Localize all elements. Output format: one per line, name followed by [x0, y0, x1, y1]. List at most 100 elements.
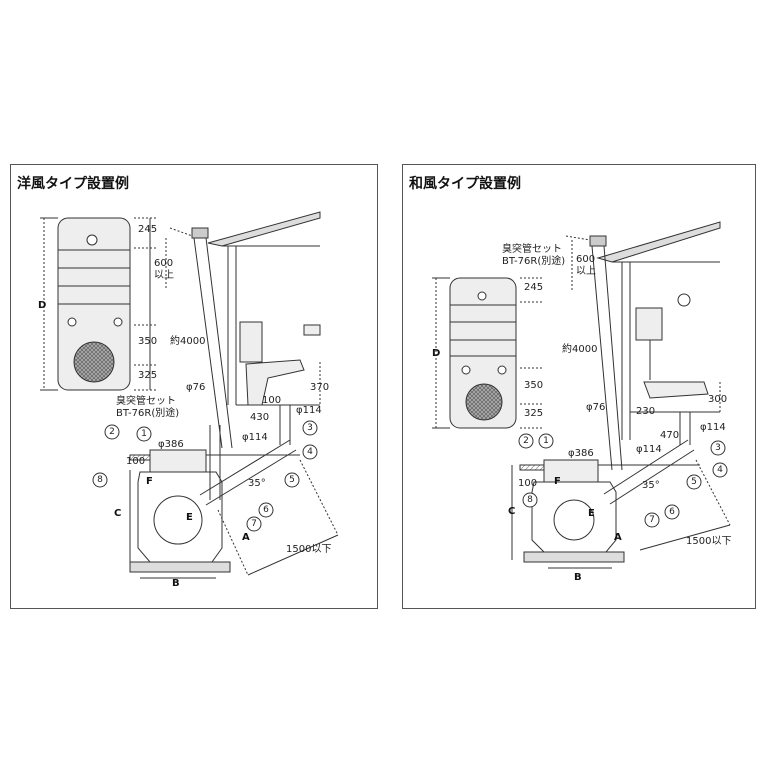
dim-100-side: 100 — [518, 478, 537, 489]
callout-5: 5 — [284, 472, 300, 488]
phi114-b: φ114 — [636, 444, 662, 455]
ground-tank — [129, 405, 339, 579]
letter-c: C — [114, 508, 121, 519]
dim-d: D — [432, 348, 440, 359]
phi76-label: φ76 — [586, 402, 605, 413]
japanese-labels: 臭突管セット BT-76R(別途) 600 以上 D 245 350 325 約… — [432, 242, 731, 583]
letter-b: B — [574, 572, 582, 583]
height-600: 600 — [154, 258, 173, 269]
western-labels: D 245 350 325 600 以上 約4000 φ76 臭突管セット BT… — [38, 224, 331, 589]
height-600-sub: 以上 — [154, 269, 174, 281]
inspection-grate — [465, 383, 503, 421]
svg-text:6: 6 — [669, 507, 675, 517]
japanese-diagram — [432, 221, 731, 569]
svg-text:5: 5 — [289, 475, 295, 485]
svg-text:4: 4 — [307, 447, 313, 457]
phi76-label: φ76 — [186, 382, 205, 393]
phi114-b: φ114 — [242, 432, 268, 443]
height-600: 600 — [576, 254, 595, 265]
dim-300: 300 — [708, 394, 727, 405]
vent-set-label: 臭突管セット — [502, 242, 562, 255]
tank-elevation — [40, 217, 158, 391]
vent-model-label: BT-76R(別途) — [116, 406, 179, 419]
dim-325: 325 — [138, 370, 157, 381]
western-callouts: 1 2 3 4 5 6 7 8 — [92, 420, 318, 532]
svg-text:2: 2 — [523, 436, 529, 446]
letter-e: E — [186, 512, 193, 523]
letter-f: F — [146, 476, 153, 487]
panel-title: 洋風タイプ設置例 — [17, 176, 129, 192]
svg-text:5: 5 — [691, 477, 697, 487]
callout-2: 2 — [518, 433, 534, 449]
japanese-callouts: 1 2 3 4 5 6 7 8 — [518, 433, 728, 528]
pipe-length: 約4000 — [562, 342, 597, 355]
svg-text:4: 4 — [717, 465, 723, 475]
phi114-a: φ114 — [700, 422, 726, 433]
svg-text:6: 6 — [263, 505, 269, 515]
vent-model-label: BT-76R(別途) — [502, 254, 565, 267]
dim-370: 370 — [310, 382, 329, 393]
phi386-label: φ386 — [158, 439, 184, 450]
svg-text:1: 1 — [543, 436, 549, 446]
callout-6: 6 — [258, 502, 274, 518]
callout-8: 8 — [92, 472, 108, 488]
dim-350: 350 — [138, 336, 157, 347]
distance-1500: 1500以下 — [686, 536, 731, 547]
dim-100-side: 100 — [126, 456, 145, 467]
callout-7: 7 — [246, 516, 262, 532]
vent-pipe — [571, 235, 623, 471]
svg-text:7: 7 — [649, 515, 655, 525]
dim-245: 245 — [138, 224, 157, 235]
callout-1: 1 — [136, 426, 152, 442]
western-diagram — [40, 211, 339, 579]
letter-c: C — [508, 506, 515, 517]
svg-text:3: 3 — [715, 443, 721, 453]
dim-d: D — [38, 300, 46, 311]
svg-text:7: 7 — [251, 519, 257, 529]
tank-elevation — [432, 277, 544, 429]
letter-a: A — [242, 532, 250, 543]
phi114-a: φ114 — [296, 405, 322, 416]
phi386-label: φ386 — [568, 448, 594, 459]
inspection-grate — [73, 341, 115, 383]
toilet-japanese — [630, 293, 721, 413]
building-roof — [169, 211, 321, 405]
angle-label: 35° — [248, 478, 266, 489]
distance-1500: 1500以下 — [286, 544, 331, 555]
callout-7: 7 — [644, 512, 660, 528]
callout-5: 5 — [686, 474, 702, 490]
callout-1: 1 — [538, 433, 554, 449]
callout-8: 8 — [522, 492, 538, 508]
dim-430: 430 — [250, 412, 269, 423]
callout-4: 4 — [712, 462, 728, 478]
vent-set-label: 臭突管セット — [116, 394, 176, 407]
toilet-western — [236, 321, 321, 406]
callout-3: 3 — [710, 440, 726, 456]
panel-title: 和風タイプ設置例 — [409, 176, 521, 192]
dim-100-top: 100 — [262, 395, 281, 406]
dim-470: 470 — [660, 430, 679, 441]
letter-a: A — [614, 532, 622, 543]
dim-230: 230 — [636, 406, 655, 417]
svg-text:3: 3 — [307, 423, 313, 433]
dim-350: 350 — [524, 380, 543, 391]
letter-b: B — [172, 578, 180, 589]
letter-e: E — [588, 508, 595, 519]
svg-text:2: 2 — [109, 427, 115, 437]
dim-325: 325 — [524, 408, 543, 419]
ground-tank — [511, 412, 731, 569]
svg-text:8: 8 — [97, 475, 103, 485]
callout-2: 2 — [104, 424, 120, 440]
dim-245: 245 — [524, 282, 543, 293]
letter-f: F — [554, 476, 561, 487]
callout-3: 3 — [302, 420, 318, 436]
vent-pipe — [165, 227, 233, 449]
svg-text:8: 8 — [527, 495, 533, 505]
callout-4: 4 — [302, 444, 318, 460]
svg-text:1: 1 — [141, 429, 147, 439]
building-roof — [565, 221, 721, 440]
callout-6: 6 — [664, 504, 680, 520]
angle-label: 35° — [642, 480, 660, 491]
pipe-length: 約4000 — [170, 334, 205, 347]
